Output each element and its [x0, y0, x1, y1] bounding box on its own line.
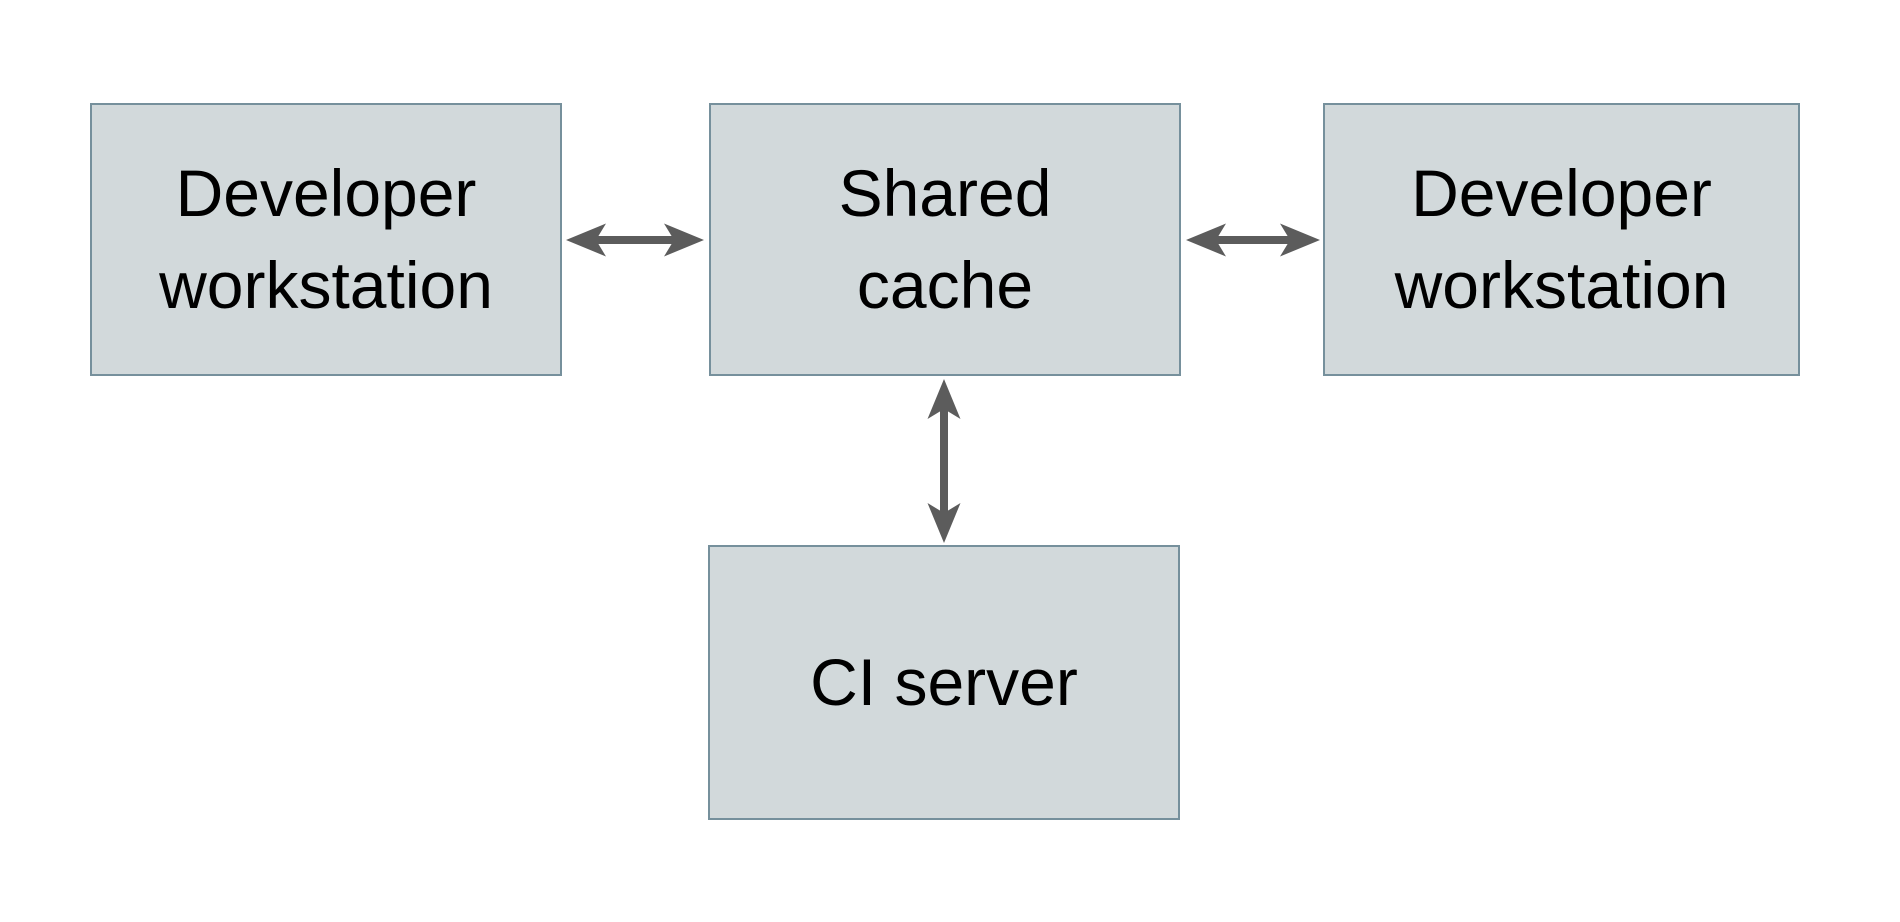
node-developer-workstation-left: Developer workstation — [90, 103, 562, 376]
bidirectional-arrow-left-workstation-cache — [566, 223, 704, 257]
node-developer-workstation-right: Developer workstation — [1323, 103, 1800, 376]
node-label: CI server — [810, 644, 1078, 719]
bidirectional-arrow-cache-right-workstation — [1186, 223, 1320, 257]
node-label: Developer workstation — [1394, 156, 1729, 322]
node-shared-cache: Shared cache — [709, 103, 1181, 376]
node-label: Shared cache — [838, 156, 1052, 322]
node-ci-server: CI server — [708, 545, 1180, 820]
bidirectional-arrow-cache-ci-server — [927, 379, 961, 543]
node-label: Developer workstation — [159, 156, 493, 322]
